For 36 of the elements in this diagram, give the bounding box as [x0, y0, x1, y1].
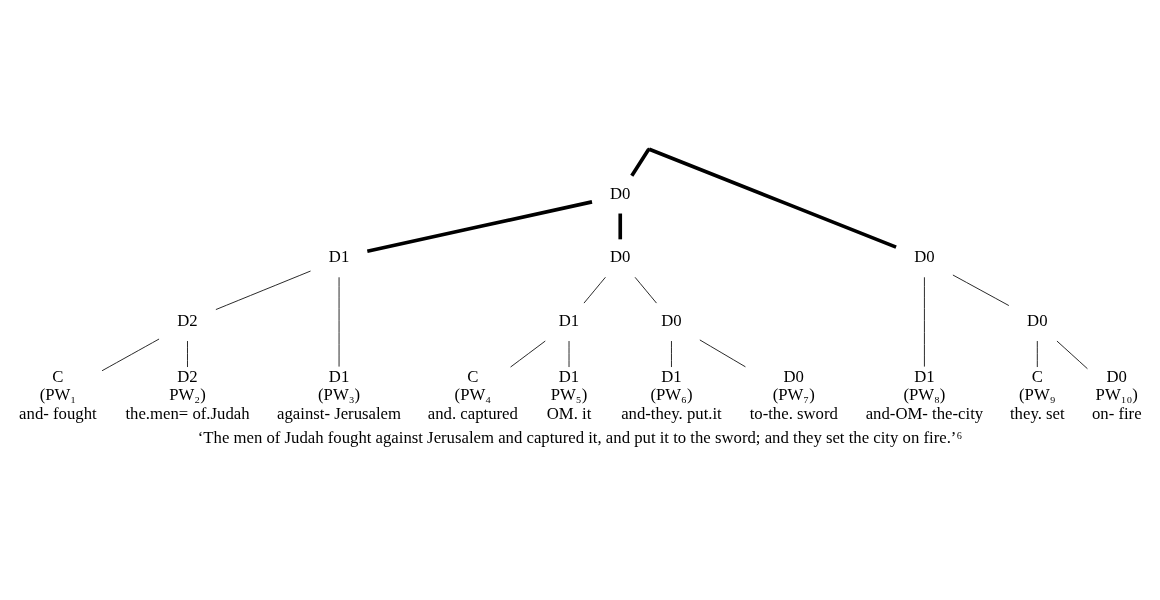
connector: [952, 274, 1010, 306]
connector: [634, 276, 657, 304]
node-text: D2: [177, 310, 198, 330]
connector: [510, 340, 546, 367]
node-text: D1 (PW₈) and-OM- the-city: [865, 366, 984, 423]
caption: ‘The men of Judah fought against Jerusalem and captured it, and put it to the sword; and they set the city on fire.’⁶: [197, 427, 963, 447]
node-text: C (PW₄ and. captured: [427, 366, 518, 423]
node-text: D0: [1027, 310, 1048, 330]
node-text: D1 PW₅) OM. it: [546, 366, 592, 423]
connector: [699, 339, 746, 367]
connector: [187, 340, 188, 367]
connector: [366, 199, 593, 253]
node-text: D0 (PW₇) to-the. sword: [749, 366, 838, 423]
node-text: D0: [661, 310, 682, 330]
node-text: D1: [558, 310, 580, 330]
connector: [1056, 340, 1088, 369]
connector: [630, 148, 650, 177]
node-text: D0: [610, 183, 631, 203]
connector: [583, 276, 606, 304]
node-text: C (PW₁ and- fought: [19, 366, 97, 423]
node-text: D1 (PW₃) against- Jerusalem: [277, 366, 402, 423]
node-text: D2 PW₂) the.men= of.Judah: [125, 366, 250, 423]
node-point: [647, 147, 650, 150]
node-text: D1: [328, 246, 350, 266]
node-text: C (PW₉ they. set: [1009, 366, 1065, 423]
node-text: D1 (PW₆) and-they. put.it: [621, 366, 722, 423]
connector: [648, 147, 897, 249]
connector: [215, 270, 311, 310]
connector: [618, 213, 623, 239]
node-text: D0 PW₁₀) on- fire: [1091, 366, 1142, 423]
connector: [671, 340, 672, 367]
connector: [101, 338, 160, 371]
node-text: D0: [610, 246, 631, 266]
node-text: D0: [914, 246, 935, 266]
connector: [924, 276, 925, 367]
connector: [1036, 340, 1038, 367]
